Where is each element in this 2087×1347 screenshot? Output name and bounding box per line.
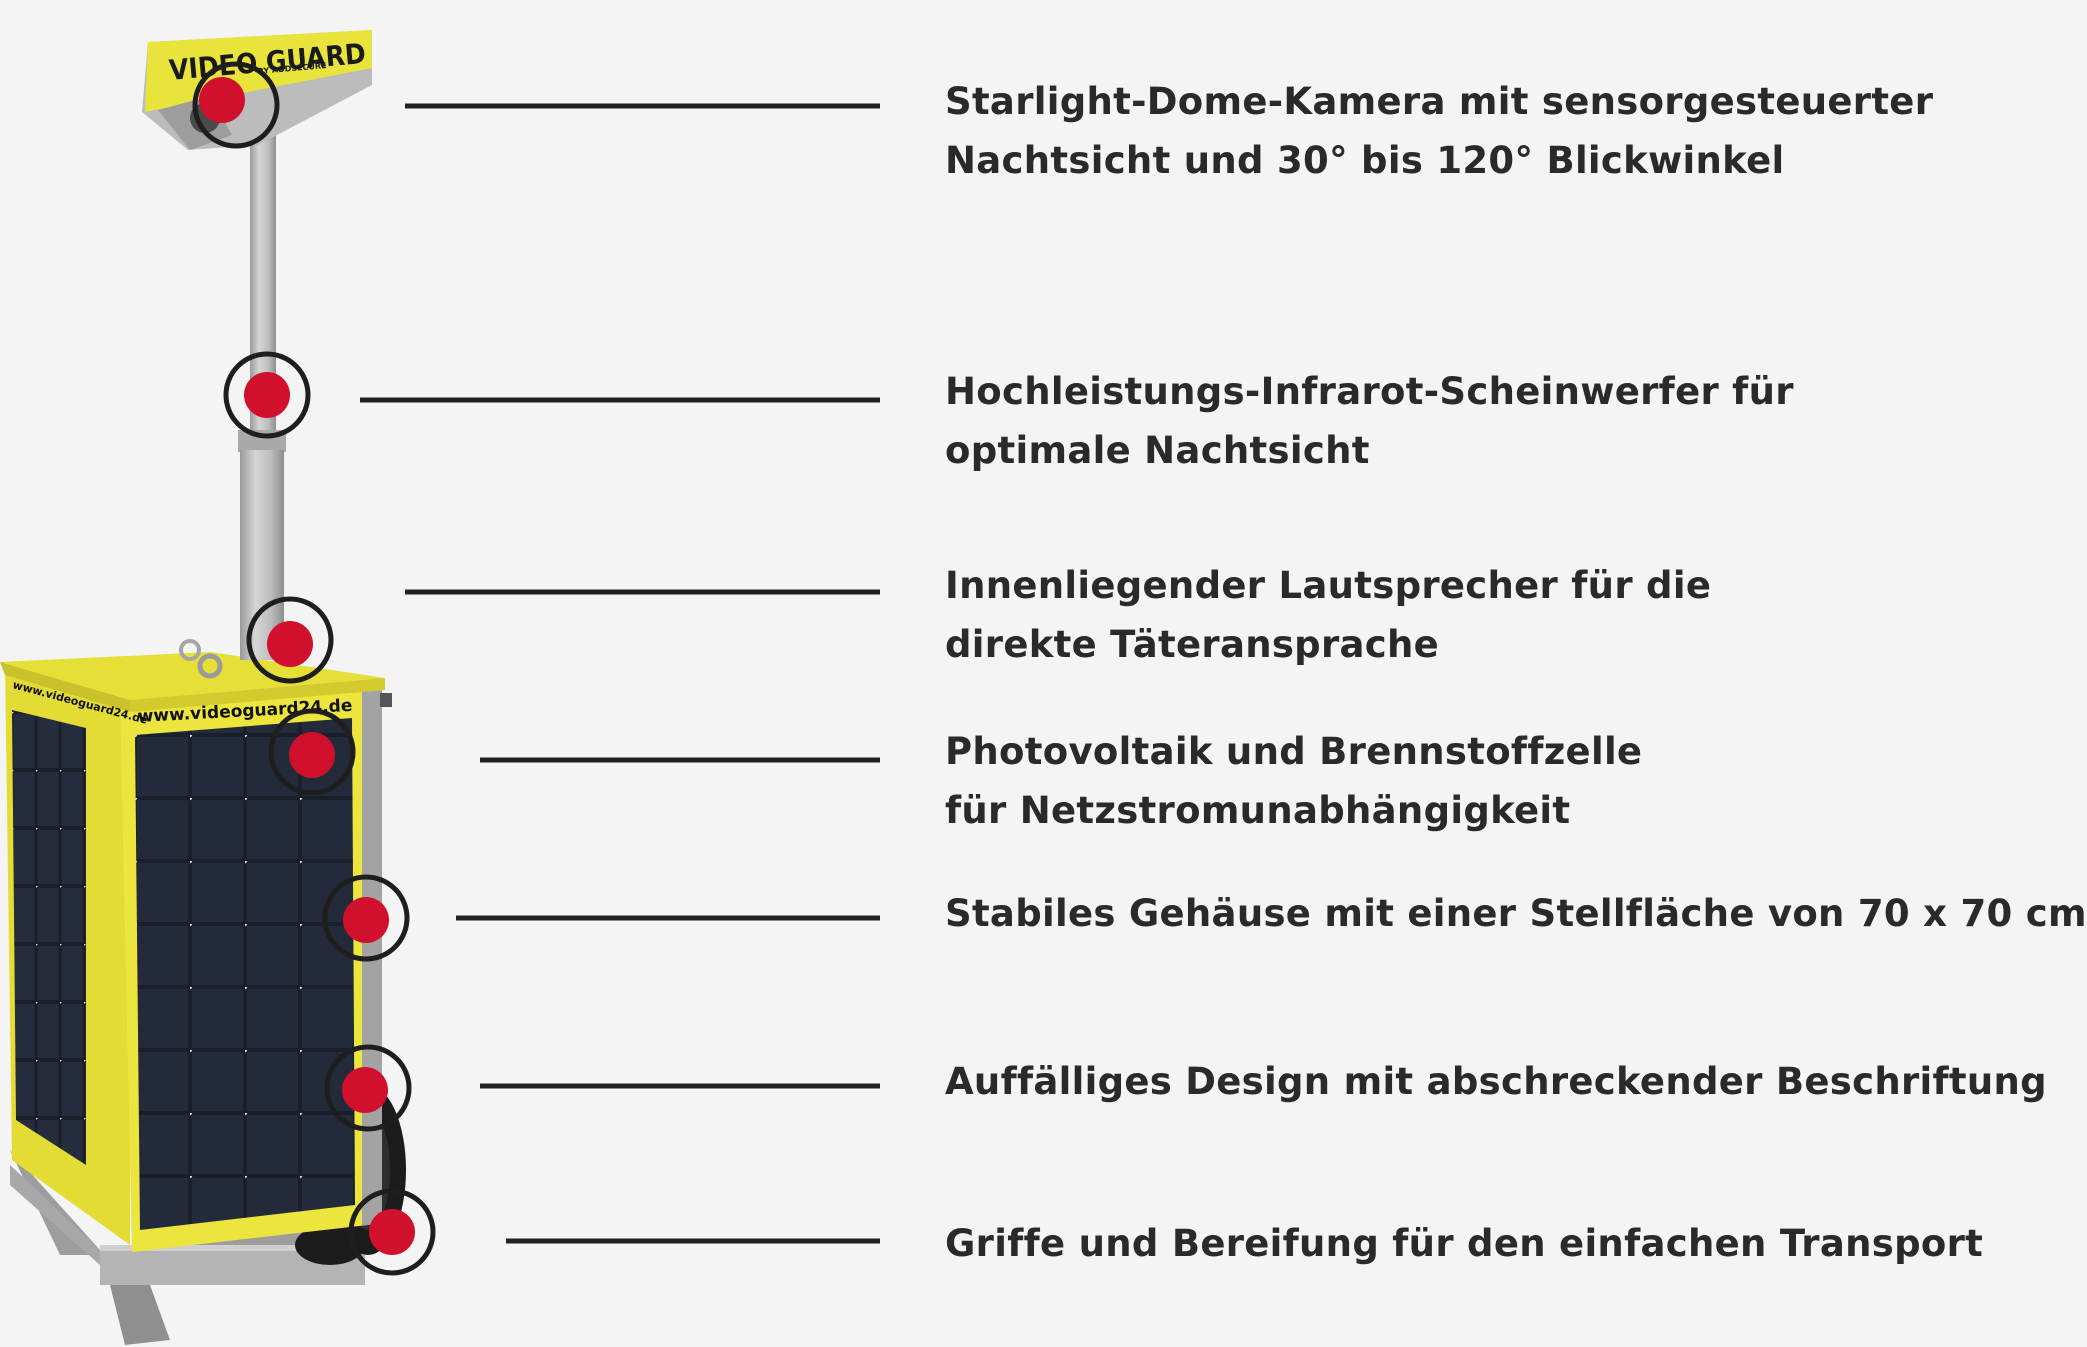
- marker-dot-3[interactable]: [267, 621, 313, 667]
- marker-ring-1: [192, 61, 280, 149]
- feature-label-2-line1: Hochleistungs-Infrarot-Scheinwerfer für: [945, 370, 1794, 413]
- feature-label-3: Innenliegender Lautsprecher für die direk…: [945, 556, 1995, 674]
- feature-label-1-line1: Starlight-Dome-Kamera mit sensorgesteuer…: [945, 80, 1934, 123]
- marker-ring-4: [268, 708, 356, 796]
- feature-label-2-line2: optimale Nachtsicht: [945, 429, 1370, 472]
- marker-ring-2: [223, 351, 311, 439]
- feature-label-6-line1: Auffälliges Design mit abschreckender Be…: [945, 1060, 2047, 1103]
- marker-dot-1[interactable]: [199, 77, 245, 123]
- product-illustration: www.videoguard24.de www.videoguard24.de …: [0, 30, 880, 1345]
- feature-label-4-line2: für Netzstromunabhängigkeit: [945, 789, 1571, 832]
- feature-label-2: Hochleistungs-Infrarot-Scheinwerfer für o…: [945, 362, 1995, 480]
- feature-label-1: Starlight-Dome-Kamera mit sensorgesteuer…: [945, 72, 1995, 190]
- feature-label-4-line1: Photovoltaik und Brennstoffzelle: [945, 730, 1643, 773]
- marker-dot-4[interactable]: [289, 732, 335, 778]
- feature-label-5-line1: Stabiles Gehäuse mit einer Stellfläche v…: [945, 892, 2087, 935]
- feature-label-7-line1: Griffe und Bereifung für den einfachen T…: [945, 1222, 1984, 1265]
- marker-dot-5[interactable]: [343, 897, 389, 943]
- marker-ring-7: [348, 1188, 436, 1276]
- camera-housing: VIDEO GUARD BY ADDSECURE: [142, 30, 372, 150]
- marker-ring-5: [322, 874, 410, 962]
- feature-label-5: Stabiles Gehäuse mit einer Stellfläche v…: [945, 884, 2087, 943]
- marker-dot-6[interactable]: [342, 1067, 388, 1113]
- feature-label-1-line2: Nachtsicht und 30° bis 120° Blickwinkel: [945, 139, 1785, 182]
- feature-label-4: Photovoltaik und Brennstoffzelle für Netz…: [945, 722, 1995, 840]
- marker-dot-7[interactable]: [369, 1209, 415, 1255]
- marker-dot-2[interactable]: [244, 372, 290, 418]
- feature-label-3-line2: direkte Täteransprache: [945, 623, 1440, 666]
- feature-label-7: Griffe und Bereifung für den einfachen T…: [945, 1214, 1995, 1273]
- mast: [238, 130, 286, 660]
- feature-label-3-line1: Innenliegender Lautsprecher für die: [945, 564, 1712, 607]
- marker-ring-6: [324, 1044, 412, 1132]
- marker-ring-3: [246, 596, 334, 684]
- feature-label-6: Auffälliges Design mit abschreckender Be…: [945, 1052, 2047, 1111]
